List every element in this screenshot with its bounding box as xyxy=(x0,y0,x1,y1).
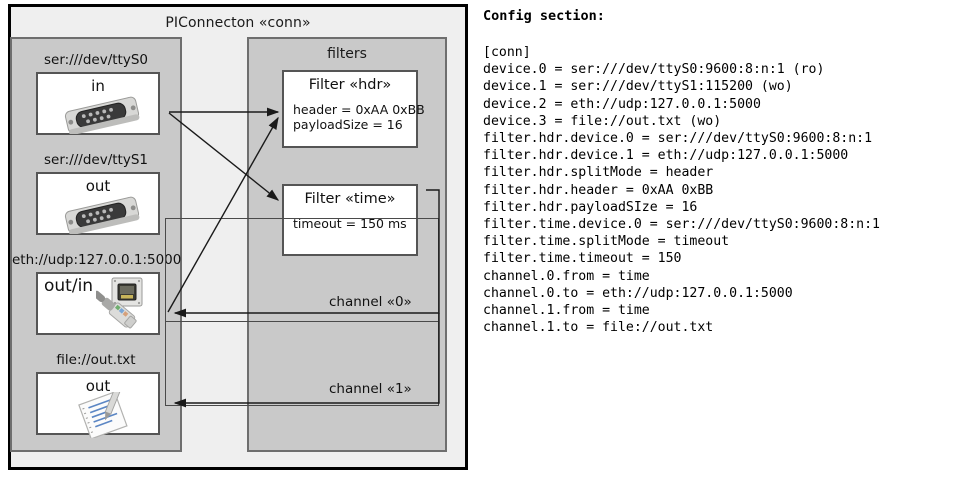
serial-port-icon xyxy=(60,96,144,138)
device-box-eth[interactable]: out/in xyxy=(36,272,160,335)
device-label-ttyS1: ser:///dev/ttyS1 xyxy=(44,152,148,168)
config-line: device.1 = ser:///dev/ttyS1:115200 (wo) xyxy=(483,79,793,95)
config-line: filter.time.device.0 = ser:///dev/ttyS0:… xyxy=(483,217,880,233)
config-line: channel.1.from = time xyxy=(483,303,650,319)
config-line: device.3 = file://out.txt (wo) xyxy=(483,113,722,129)
device-direction-ttyS1: out xyxy=(85,177,111,195)
filters-panel-title: filters xyxy=(327,46,367,62)
config-line: filter.time.splitMode = timeout xyxy=(483,234,730,250)
config-section: Config section: [conn] device.0 = ser:///… xyxy=(481,0,964,484)
config-line: filter.hdr.device.0 = ser:///dev/ttyS0:9… xyxy=(483,131,873,147)
device-direction-file: out xyxy=(85,377,111,395)
config-line: filter.hdr.payloadSIze = 16 xyxy=(483,199,698,215)
ethernet-port-icon xyxy=(93,277,158,339)
device-direction-ttyS0: in xyxy=(91,77,105,95)
config-line: device.0 = ser:///dev/ttyS0:9600:8:n:1 (… xyxy=(483,62,825,78)
device-label-file: file://out.txt xyxy=(56,352,136,368)
config-line: filter.time.timeout = 150 xyxy=(483,251,682,267)
filter-box-hdr[interactable]: Filter «hdr» header = 0xAA 0xBB payloadS… xyxy=(282,70,425,148)
channel-label-1: channel «1» xyxy=(329,381,412,397)
filter-title-time: Filter «time» xyxy=(304,191,396,207)
device-box-file[interactable]: out xyxy=(36,372,160,440)
serial-port-icon xyxy=(60,196,144,238)
filter-title-hdr: Filter «hdr» xyxy=(308,77,392,93)
device-box-ttyS1[interactable]: out xyxy=(36,172,160,238)
config-line: filter.hdr.splitMode = header xyxy=(483,165,714,181)
channel-label-0: channel «0» xyxy=(329,294,412,310)
config-line: channel.0.from = time xyxy=(483,268,650,284)
text-file-icon xyxy=(76,383,138,442)
config-line: device.2 = eth://udp:127.0.0.1:5000 xyxy=(483,96,761,112)
filter-prop: header = 0xAA 0xBB xyxy=(293,102,425,117)
filter-prop: payloadSize = 16 xyxy=(293,117,403,132)
device-box-ttyS0[interactable]: in xyxy=(36,72,160,138)
config-line: channel.1.to = file://out.txt xyxy=(483,320,714,336)
filter-props-hdr: header = 0xAA 0xBB payloadSize = 16 xyxy=(293,102,425,132)
device-label-eth: eth://udp:127.0.0.1:5000 xyxy=(12,252,182,268)
config-lines: [conn] device.0 = ser:///dev/ttyS0:9600:8… xyxy=(483,44,880,336)
device-label-ttyS0: ser:///dev/ttyS0 xyxy=(44,52,148,68)
config-heading: Config section: xyxy=(483,8,605,24)
config-line: filter.hdr.header = 0xAA 0xBB xyxy=(483,182,714,198)
config-line: filter.hdr.device.1 = eth://udp:127.0.0.… xyxy=(483,148,849,164)
architecture-diagram: PIConnecton «conn» ser:///dev/ttyS0 in xyxy=(0,0,475,484)
config-line: [conn] xyxy=(483,45,531,60)
devices-panel: ser:///dev/ttyS0 in xyxy=(10,37,182,452)
config-line: channel.0.to = eth://udp:127.0.0.1:5000 xyxy=(483,285,793,301)
diagram-title: PIConnecton «conn» xyxy=(165,15,311,31)
device-direction-eth: out/in xyxy=(44,276,94,296)
